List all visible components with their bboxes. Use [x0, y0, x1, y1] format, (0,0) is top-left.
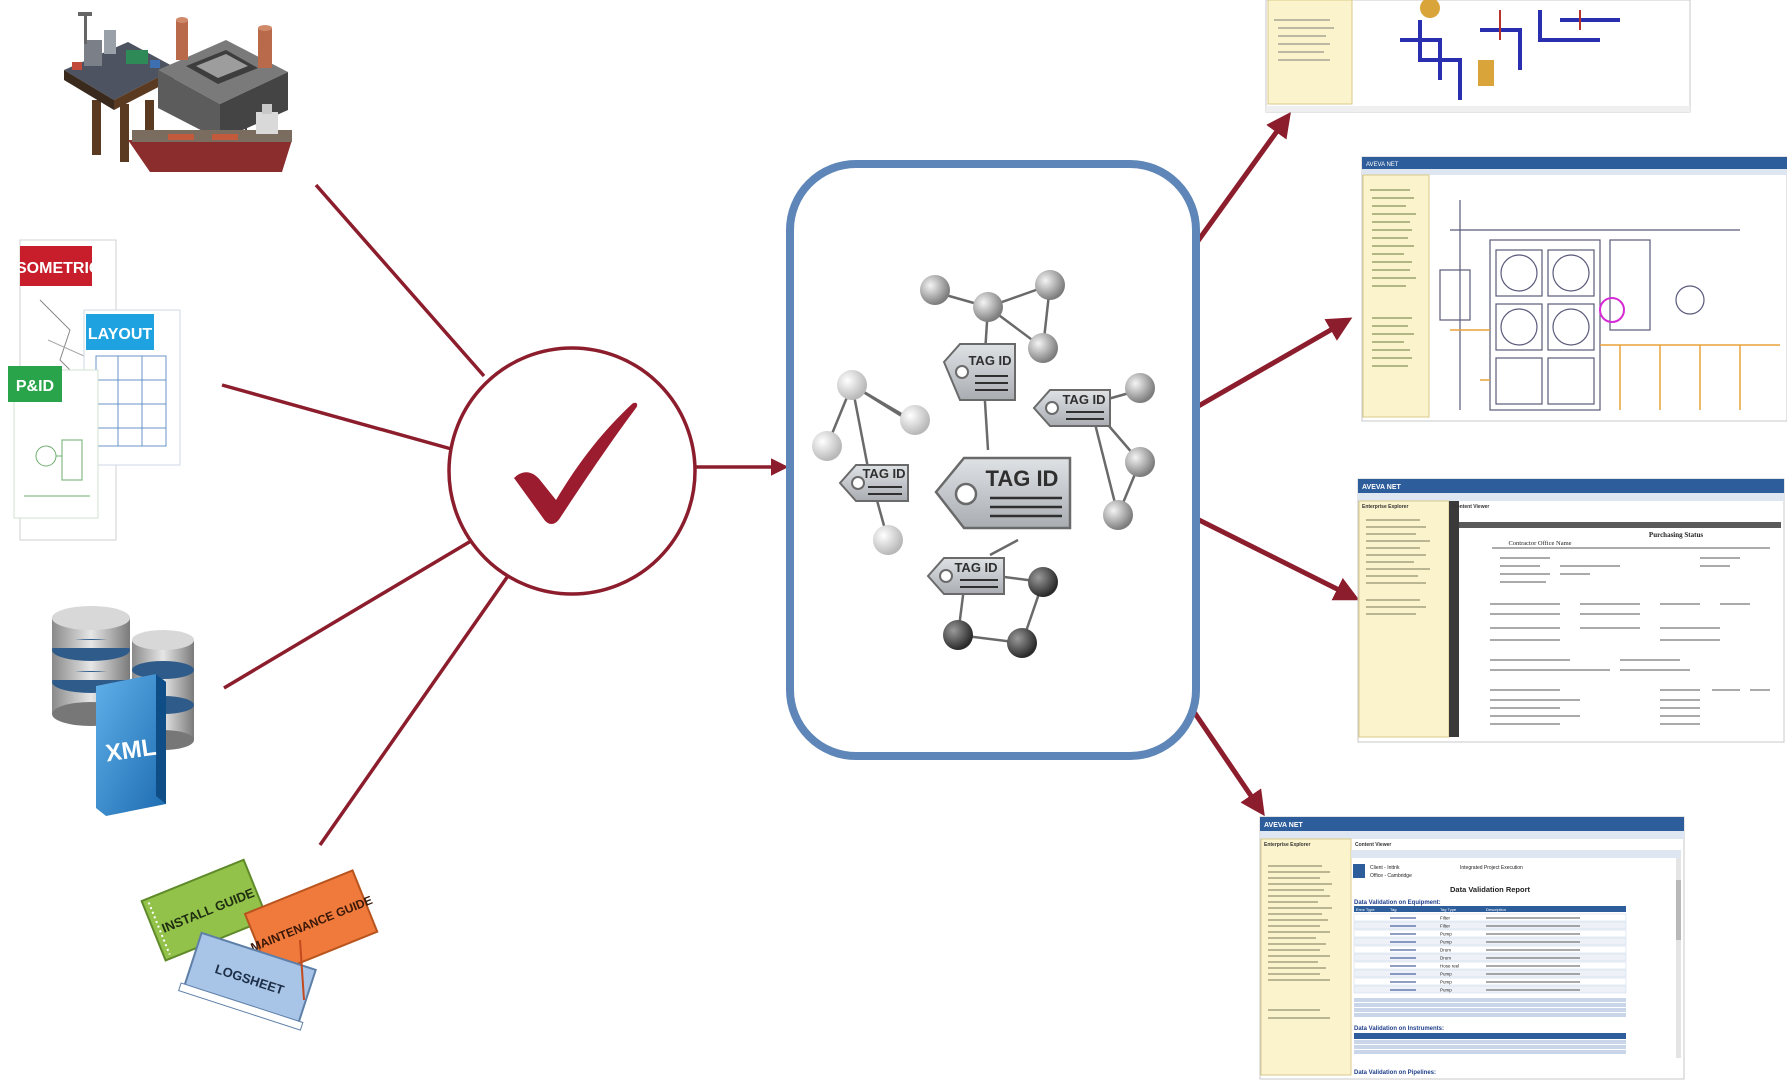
layout-document: LAYOUT — [83, 309, 181, 466]
network-node — [920, 275, 950, 305]
tag-id-text: TAG ID — [1062, 392, 1105, 407]
piping-3d-model — [1400, 10, 1620, 100]
network-node — [1007, 628, 1037, 658]
arrow-to-3d-model — [1192, 111, 1291, 247]
tag-type-cell: Filter — [1440, 924, 1451, 929]
tag-type-cell: Pump — [1440, 932, 1452, 937]
network-node — [1125, 373, 1155, 403]
column-header: Tag — [1390, 907, 1396, 912]
checkmark-icon — [514, 402, 638, 524]
network-node — [873, 525, 903, 555]
install-guide-book: INSTALL GUIDE — [140, 858, 269, 962]
tag-id-text: TAG ID — [862, 466, 905, 481]
content-header: Content Viewer — [1453, 504, 1489, 510]
connector-platform — [314, 183, 486, 378]
tree-header: Enterprise Explorer — [1362, 504, 1408, 510]
network-node — [1028, 333, 1058, 363]
output-connectors — [1187, 111, 1360, 817]
tag-type-cell: Hose reel — [1440, 964, 1459, 969]
engineering-documents: ISOMETRIC LAYOUT — [8, 239, 181, 541]
ship-icon — [128, 100, 292, 172]
app-title: AVEVA NET — [1366, 162, 1399, 168]
app-title: AVEVA NET — [1362, 484, 1401, 491]
network-node — [943, 620, 973, 650]
connector-documents — [221, 383, 456, 452]
network-nodes — [812, 270, 1155, 658]
plant-drawing — [1439, 200, 1740, 411]
viewer-title-bar — [1260, 817, 1684, 831]
report-title: Purchasing Status — [1649, 531, 1703, 539]
xml-file-icon: XML — [96, 674, 166, 816]
tag-id-label-small: TAG ID — [1032, 389, 1111, 427]
report-office-heading: Contractor Office Name — [1508, 540, 1571, 547]
main-tag-id-text: TAG ID — [986, 466, 1059, 491]
report-office: Office - Cambridge — [1370, 873, 1412, 879]
output-drawing-viewer: AVEVA NET — [1361, 156, 1787, 422]
layout-label: LAYOUT — [88, 326, 153, 343]
tag-type-cell: Filter — [1440, 916, 1451, 921]
network-node — [837, 370, 867, 400]
connector-manuals — [318, 571, 512, 847]
pid-label: P&ID — [16, 378, 54, 395]
tree-header: Enterprise Explorer — [1264, 842, 1310, 848]
report-client: Client - Inttrik — [1370, 865, 1400, 871]
industrial-plant-icon — [158, 17, 288, 140]
tag-type-cell: Pump — [1440, 988, 1452, 993]
validation-circle — [447, 346, 697, 596]
network-node — [973, 292, 1003, 322]
database-xml-sources: XML — [52, 606, 194, 816]
arrow-to-purchasing-report — [1193, 515, 1360, 601]
column-header: Description — [1486, 907, 1506, 912]
input-connectors — [221, 183, 512, 847]
viewer-title-bar — [1358, 479, 1784, 493]
output-3d-model-viewer — [1265, 0, 1691, 113]
report-project: Integrated Project Execution — [1460, 865, 1523, 871]
network-node — [1103, 500, 1133, 530]
column-header: Tag Type — [1440, 907, 1457, 912]
validation-node — [447, 346, 697, 596]
tag-id-label-small: TAG ID — [942, 343, 1016, 401]
tag-type-cell: Drum — [1440, 956, 1451, 961]
section-equipment: Data Validation on Equipment: — [1354, 900, 1441, 906]
isometric-label: ISOMETRIC — [12, 260, 101, 277]
tag-type-cell: Pump — [1440, 972, 1452, 977]
arrow-to-validation-report — [1187, 704, 1265, 817]
network-node — [1028, 567, 1058, 597]
report-title: Data Validation Report — [1450, 885, 1531, 894]
tree-panel — [1260, 838, 1352, 1076]
network-node — [1125, 447, 1155, 477]
network-node — [812, 431, 842, 461]
tree-panel — [1358, 500, 1450, 738]
pid-document: P&ID — [8, 366, 99, 519]
tag-id-label-small: TAG ID — [926, 557, 1005, 595]
plant-assets-illustration — [64, 12, 292, 172]
tag-type-cell: Drum — [1440, 948, 1451, 953]
app-title: AVEVA NET — [1264, 822, 1303, 829]
tag-id-label-small: TAG ID — [838, 464, 909, 502]
content-header: Content Viewer — [1355, 842, 1391, 848]
logsheet-book: LOGSHEET — [177, 931, 317, 1031]
column-header: Error Type — [1356, 907, 1375, 912]
connector-database — [223, 536, 477, 690]
network-node — [900, 405, 930, 435]
output-purchasing-report: AVEVA NET Enterprise Explorer Content Vi… — [1357, 478, 1785, 743]
tree-panel — [1362, 174, 1430, 418]
offshore-platform-icon — [64, 12, 176, 162]
tag-id-text: TAG ID — [968, 353, 1011, 368]
viewer-title-bar — [1362, 157, 1787, 169]
output-validation-report: AVEVA NET Enterprise Explorer Content Vi… — [1259, 816, 1685, 1080]
arrow-to-drawing — [1193, 317, 1353, 411]
section-pipelines: Data Validation on Pipelines: — [1354, 1070, 1436, 1076]
network-node — [1035, 270, 1065, 300]
tag-type-cell: Pump — [1440, 940, 1452, 945]
section-instruments: Data Validation on Instruments: — [1354, 1026, 1444, 1032]
tag-id-text: TAG ID — [954, 560, 997, 575]
manuals-and-logsheets: INSTALL GUIDE MAINTENANCE GUIDE LOGSHEET — [140, 858, 379, 1031]
tag-type-cell: Pump — [1440, 980, 1452, 985]
tag-id-hub: TAG ID TAG ID TAG ID TAG ID — [786, 160, 1200, 760]
tag-id-label-main: TAG ID — [934, 456, 1072, 530]
